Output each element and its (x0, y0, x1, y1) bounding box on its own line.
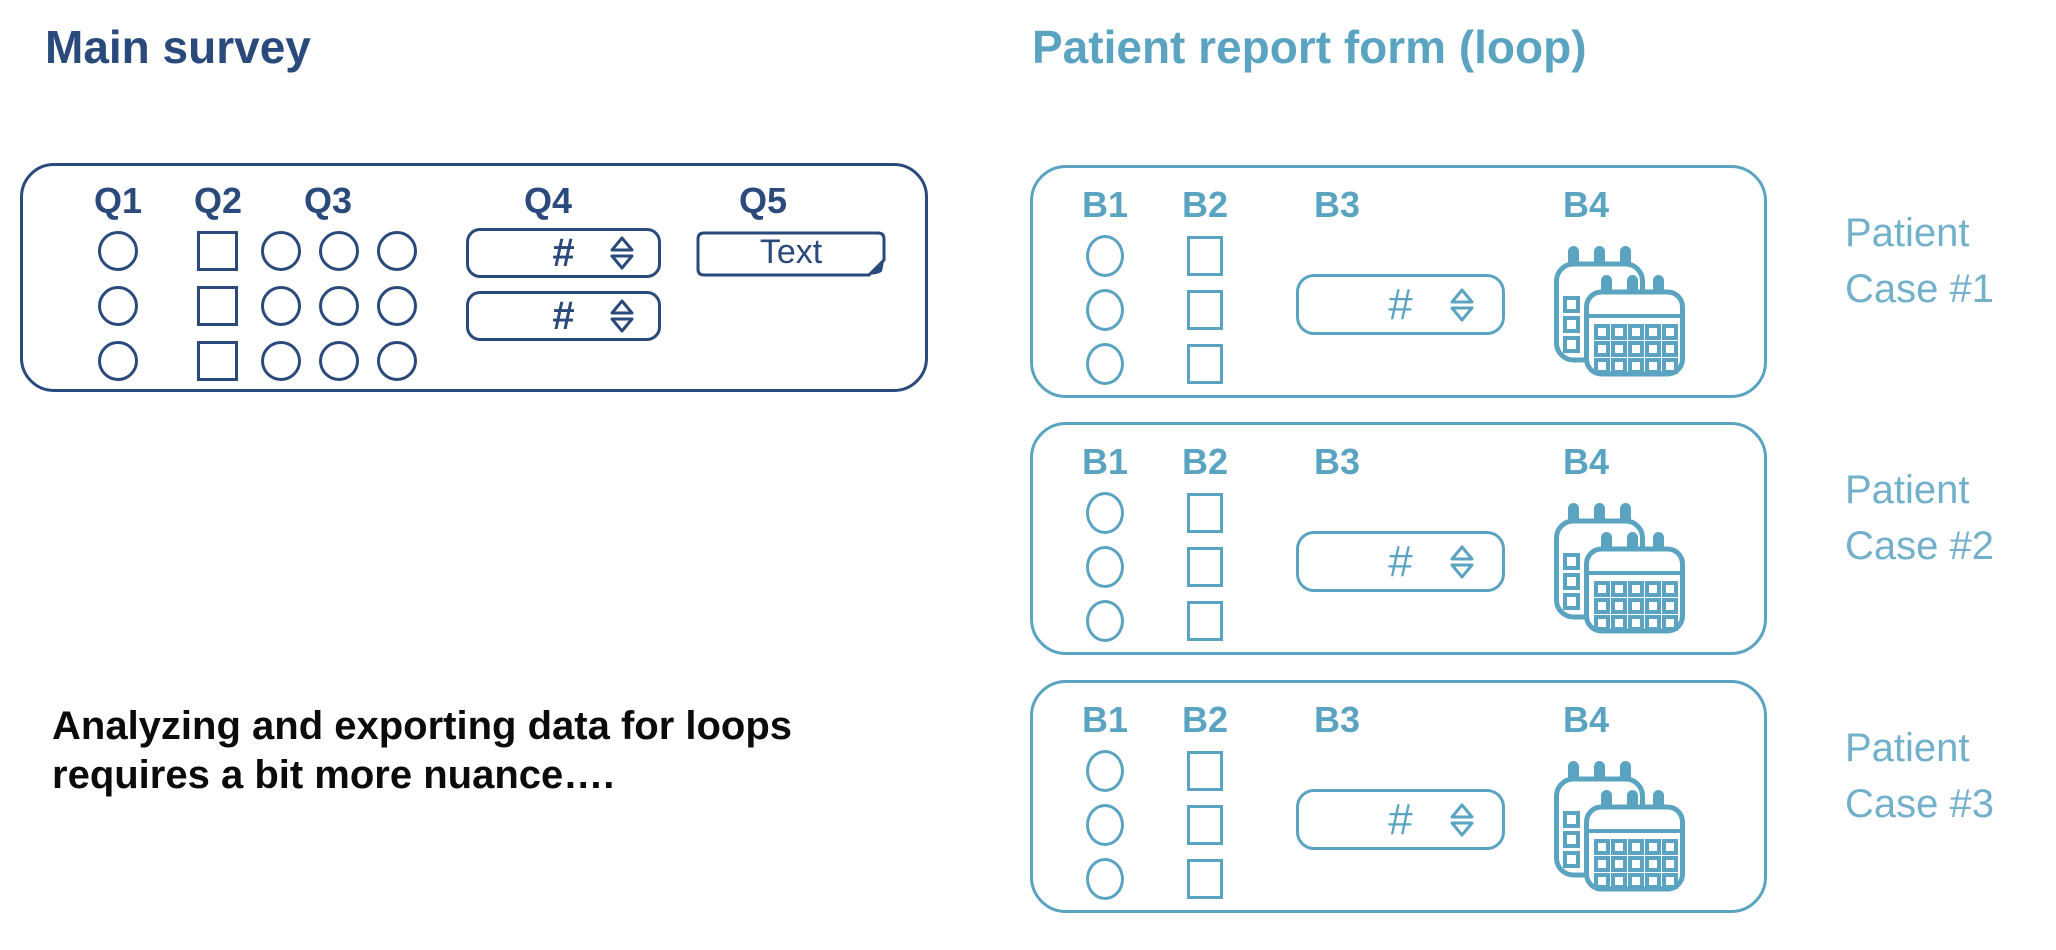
calendar-icon (1553, 757, 1686, 892)
header-b3: B3 (1313, 441, 1361, 482)
header-b1: B1 (1081, 699, 1129, 740)
radio-button-icon (98, 341, 138, 381)
q3-radio-grid (261, 231, 417, 381)
checkbox-icon (197, 286, 238, 326)
checkbox-icon (1187, 805, 1223, 845)
note-text: Analyzing and exporting data for loops r… (52, 702, 792, 800)
header-b1: B1 (1081, 184, 1129, 225)
header-q5: Q5 (738, 180, 788, 221)
radio-button-icon (377, 286, 417, 326)
header-b1: B1 (1081, 441, 1129, 482)
number-input-field: # (466, 228, 661, 278)
folded-corner-icon (696, 231, 886, 277)
checkbox-icon (1187, 547, 1223, 587)
number-input-field: # (1296, 531, 1505, 592)
case-label-3: Patient Case #3 (1845, 720, 1994, 832)
patient-block-3: B1 B2 B3 B4 # (1030, 680, 1767, 913)
checkbox-icon (1187, 601, 1223, 641)
spinner-icon (1450, 288, 1474, 321)
radio-button-icon (261, 231, 301, 271)
text-field-label: Text (759, 232, 823, 271)
spinner-icon (1450, 545, 1474, 578)
header-q3: Q3 (303, 180, 353, 221)
radio-button-icon (1086, 289, 1124, 331)
checkbox-icon (1187, 493, 1223, 533)
main-survey-title: Main survey (45, 21, 311, 73)
patient-block-2: B1 B2 B3 B4 # (1030, 422, 1767, 655)
loop-form-title: Patient report form (loop) (1032, 21, 1587, 73)
number-input-field: # (1296, 789, 1505, 850)
header-b2: B2 (1181, 699, 1229, 740)
case-label-line2: Case #1 (1845, 267, 1994, 311)
radio-button-icon (1086, 804, 1124, 846)
q1-radio-column (98, 231, 138, 381)
number-hash: # (1388, 794, 1413, 844)
case-label-2: Patient Case #2 (1845, 462, 1994, 574)
radio-button-icon (377, 341, 417, 381)
radio-button-icon (98, 231, 138, 271)
spinner-icon (1450, 803, 1474, 836)
checkbox-icon (1187, 751, 1223, 791)
radio-button-icon (1086, 750, 1124, 792)
number-hash: # (552, 231, 575, 275)
b1-radio-column (1086, 235, 1124, 385)
header-q1: Q1 (93, 180, 143, 221)
checkbox-icon (1187, 236, 1223, 276)
note-line-2: requires a bit more nuance…. (52, 753, 615, 797)
calendar-icon (1553, 499, 1686, 634)
b2-checkbox-column (1187, 236, 1223, 384)
radio-button-icon (319, 231, 359, 271)
radio-button-icon (261, 341, 301, 381)
header-q2: Q2 (193, 180, 243, 221)
header-b3: B3 (1313, 699, 1361, 740)
case-label-line2: Case #2 (1845, 524, 1994, 568)
number-hash: # (1388, 279, 1413, 329)
note-line-1: Analyzing and exporting data for loops (52, 704, 793, 748)
number-hash: # (552, 294, 575, 338)
case-label-1: Patient Case #1 (1845, 205, 1994, 317)
b1-radio-column (1086, 750, 1124, 900)
radio-button-icon (1086, 235, 1124, 277)
main-survey-panel: Q1 Q2 Q3 Q4 Q5 # (20, 163, 928, 392)
header-b3: B3 (1313, 184, 1361, 225)
checkbox-icon (197, 341, 238, 381)
number-hash: # (1388, 536, 1413, 586)
radio-button-icon (1086, 858, 1124, 900)
number-input-field: # (1296, 274, 1505, 335)
number-input-field: # (466, 291, 661, 341)
header-b4: B4 (1562, 441, 1610, 482)
radio-button-icon (261, 286, 301, 326)
radio-button-icon (319, 341, 359, 381)
radio-button-icon (319, 286, 359, 326)
checkbox-icon (1187, 290, 1223, 330)
checkbox-icon (1187, 859, 1223, 899)
header-b2: B2 (1181, 441, 1229, 482)
case-label-line1: Patient (1845, 468, 1970, 512)
radio-button-icon (98, 286, 138, 326)
case-label-line2: Case #3 (1845, 782, 1994, 826)
radio-button-icon (1086, 343, 1124, 385)
b2-checkbox-column (1187, 751, 1223, 899)
q2-checkbox-column (197, 231, 238, 381)
text-input-field: Text (695, 231, 887, 277)
case-label-line1: Patient (1845, 211, 1970, 255)
checkbox-icon (197, 231, 238, 271)
header-b4: B4 (1562, 184, 1610, 225)
header-b4: B4 (1562, 699, 1610, 740)
radio-button-icon (1086, 492, 1124, 534)
spinner-icon (610, 299, 634, 333)
calendar-icon (1553, 242, 1686, 377)
case-label-line1: Patient (1845, 726, 1970, 770)
radio-button-icon (1086, 546, 1124, 588)
header-b2: B2 (1181, 184, 1229, 225)
checkbox-icon (1187, 344, 1223, 384)
radio-button-icon (1086, 600, 1124, 642)
spinner-icon (610, 236, 634, 270)
patient-block-1: B1 B2 B3 B4 # (1030, 165, 1767, 398)
radio-button-icon (377, 231, 417, 271)
b1-radio-column (1086, 492, 1124, 642)
header-q4: Q4 (523, 180, 573, 221)
b2-checkbox-column (1187, 493, 1223, 641)
